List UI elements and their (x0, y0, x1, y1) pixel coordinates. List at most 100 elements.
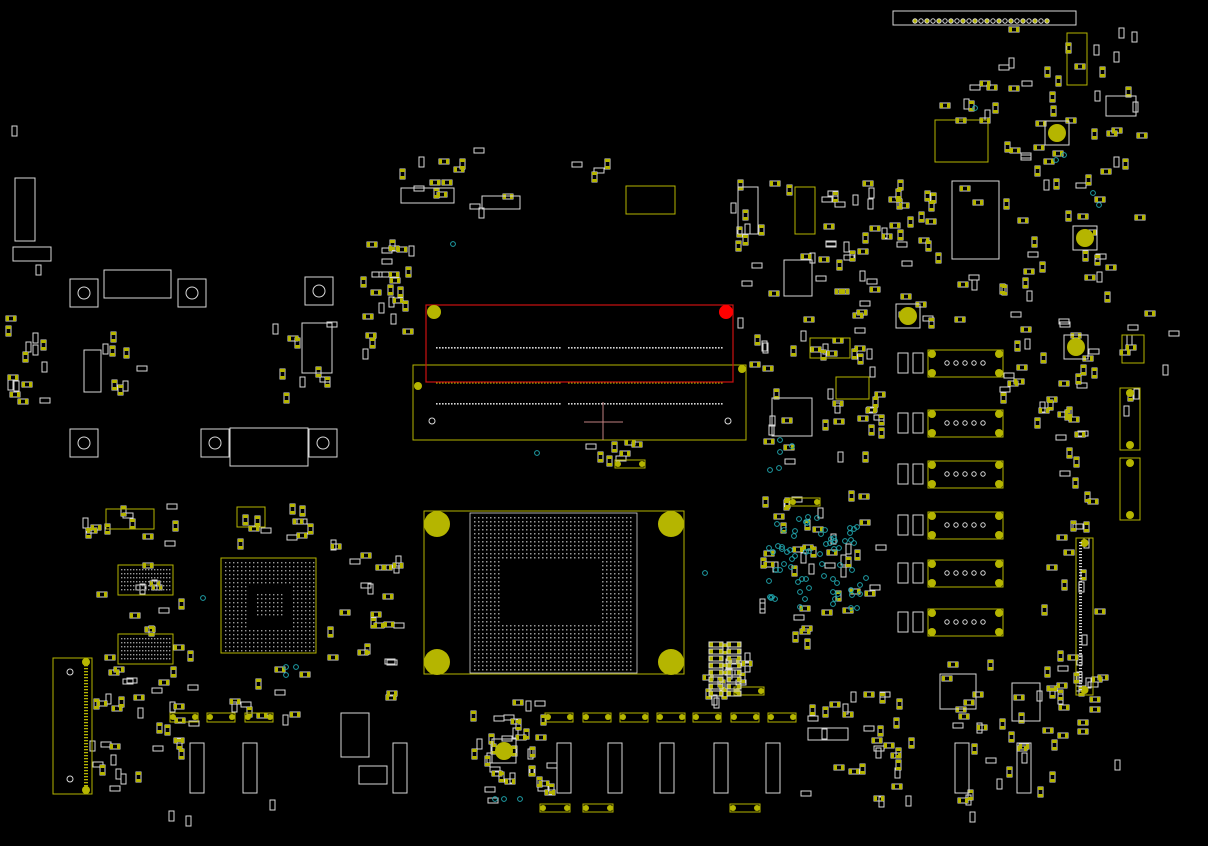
test-point (517, 796, 523, 802)
pad (936, 253, 941, 256)
slot-pin (490, 403, 492, 405)
slot-pin (580, 382, 582, 384)
test-point (1061, 152, 1067, 158)
passive-outline (469, 203, 481, 210)
pad (940, 103, 943, 108)
bga-ball (530, 521, 532, 523)
slot-pin (568, 347, 570, 349)
bga-ball (293, 638, 295, 640)
pad (808, 254, 811, 259)
bga-ball (546, 521, 548, 523)
ic-pin (127, 638, 129, 640)
pad (22, 382, 25, 387)
pad (833, 338, 836, 343)
top-connector-pin (1026, 18, 1032, 24)
connector-pin (1079, 584, 1082, 586)
bga-ball (586, 645, 588, 647)
bga-ball (594, 545, 596, 547)
test-point (789, 556, 795, 562)
pad (460, 159, 465, 162)
slot-pin (532, 347, 534, 349)
pad (1126, 87, 1131, 90)
pad (994, 85, 997, 90)
ic-pin (142, 658, 144, 660)
slot-pin (682, 403, 684, 405)
connector-pin (84, 740, 88, 742)
bga-ball (578, 529, 580, 531)
slot-pin (505, 382, 507, 384)
bga-ball (514, 517, 516, 519)
bga-ball (598, 637, 600, 639)
passive-outline (299, 376, 306, 388)
bga-ball (586, 669, 588, 671)
slot-pin (532, 382, 534, 384)
bga-ball (478, 609, 480, 611)
bga-ball (554, 525, 556, 527)
bga-ball (265, 634, 267, 636)
bga-ball (578, 533, 580, 535)
bga-ball (474, 661, 476, 663)
bga-ball (626, 557, 628, 559)
bga-ball (606, 665, 608, 667)
bga-ball (602, 661, 604, 663)
bga-ball (482, 625, 484, 627)
bga-ball (578, 629, 580, 631)
bga-ball (301, 574, 303, 576)
bga-ball (229, 570, 231, 572)
passive-outline (1039, 401, 1046, 413)
bga-ball (554, 545, 556, 547)
bga-ball (498, 625, 500, 627)
bga-ball (281, 634, 283, 636)
bga-ball (249, 638, 251, 640)
pad (257, 713, 260, 718)
bga-ball (550, 533, 552, 535)
bga-ball (245, 602, 247, 604)
slot-pin (592, 347, 594, 349)
bga-ball (309, 602, 311, 604)
bga-ball (558, 529, 560, 531)
port-pad (928, 480, 936, 488)
bga-ball (498, 665, 500, 667)
pad (1123, 166, 1128, 169)
ic-outline (1121, 334, 1145, 364)
bga-ball (630, 589, 632, 591)
bga-ball (546, 669, 548, 671)
pad (104, 701, 107, 706)
bga-ball (486, 517, 488, 519)
pad (1021, 379, 1024, 384)
pad (238, 539, 243, 542)
bga-ball (574, 545, 576, 547)
pad (1064, 683, 1067, 688)
bga-ball (269, 630, 271, 632)
bga-ball (229, 590, 231, 592)
pad (592, 179, 597, 182)
pad (181, 704, 184, 709)
bga-ball (618, 533, 620, 535)
passive-outline (859, 300, 871, 307)
bga-ball (225, 578, 227, 580)
pad (929, 325, 934, 328)
cap-bank-outline (708, 641, 724, 648)
bga-ball (606, 541, 608, 543)
bga-ball (550, 657, 552, 659)
bga-ball (474, 533, 476, 535)
test-point (836, 545, 842, 551)
pad (370, 338, 375, 341)
pad (627, 451, 630, 456)
slot-pin (661, 403, 663, 405)
bga-ball (598, 541, 600, 543)
inductor-outline (713, 742, 729, 794)
pad (512, 753, 517, 756)
pad (400, 298, 403, 303)
bga-ball (498, 557, 500, 559)
pad (919, 219, 924, 222)
pad (17, 392, 20, 397)
bga-ball (289, 562, 291, 564)
bga-ball (313, 566, 315, 568)
bga-ball (614, 569, 616, 571)
pad (880, 700, 885, 703)
pad (400, 176, 405, 179)
bga-ball (514, 625, 516, 627)
